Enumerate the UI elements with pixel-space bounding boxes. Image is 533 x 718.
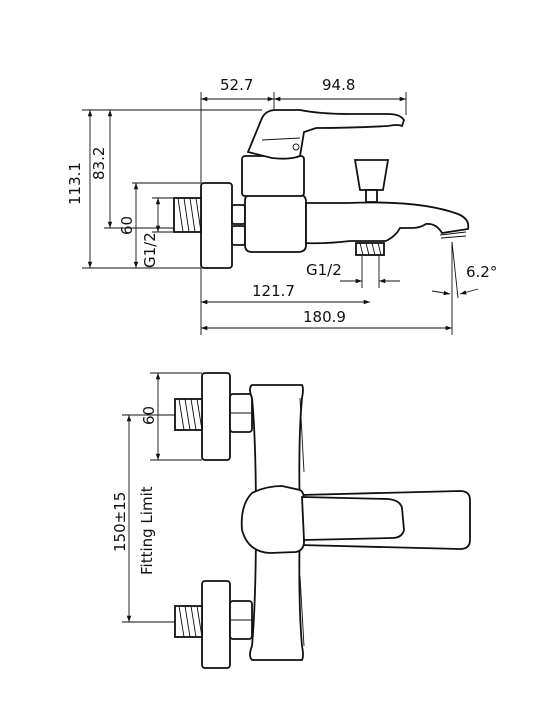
front-view: 60 150±15 Fitting Limit <box>111 372 471 669</box>
nut-lower <box>231 225 246 246</box>
upper-inlet-thread <box>174 398 203 431</box>
spout <box>305 201 470 245</box>
dim-inlet-height-side: 60 <box>118 216 136 235</box>
wall-plate <box>200 182 233 269</box>
dim-centers: 150±15 <box>111 492 129 552</box>
spout-angle: 6.2° <box>466 263 497 281</box>
dim-total-height: 113.1 <box>66 162 84 205</box>
dim-handle-reach: 52.7 <box>220 76 253 94</box>
lever-handle <box>246 109 405 160</box>
upper-wall-plate <box>201 372 231 461</box>
mixer-body <box>244 194 307 253</box>
fitting-limit-label: Fitting Limit <box>138 486 156 575</box>
inlet-thread-connector <box>173 197 202 233</box>
nut-upper <box>231 204 246 225</box>
diverter-knob <box>353 159 390 191</box>
cartridge-housing <box>241 155 305 197</box>
outlet-thread-connector <box>355 242 385 288</box>
dim-spout-reach: 94.8 <box>322 76 355 94</box>
side-view: 52.7 94.8 113.1 83.2 60 G1/2 G1/2 121.7 … <box>66 76 497 335</box>
lever-handle-front <box>240 485 305 554</box>
lower-wall-plate <box>201 580 231 669</box>
inlet-thread-label: G1/2 <box>141 232 159 268</box>
dim-inlet-height-front: 60 <box>140 406 158 425</box>
lower-inlet-thread <box>174 605 203 638</box>
dim-upper-height: 83.2 <box>90 147 108 180</box>
dim-outlet-distance: 121.7 <box>252 282 295 300</box>
outlet-thread-label: G1/2 <box>306 261 342 279</box>
dim-total-length: 180.9 <box>303 308 346 326</box>
